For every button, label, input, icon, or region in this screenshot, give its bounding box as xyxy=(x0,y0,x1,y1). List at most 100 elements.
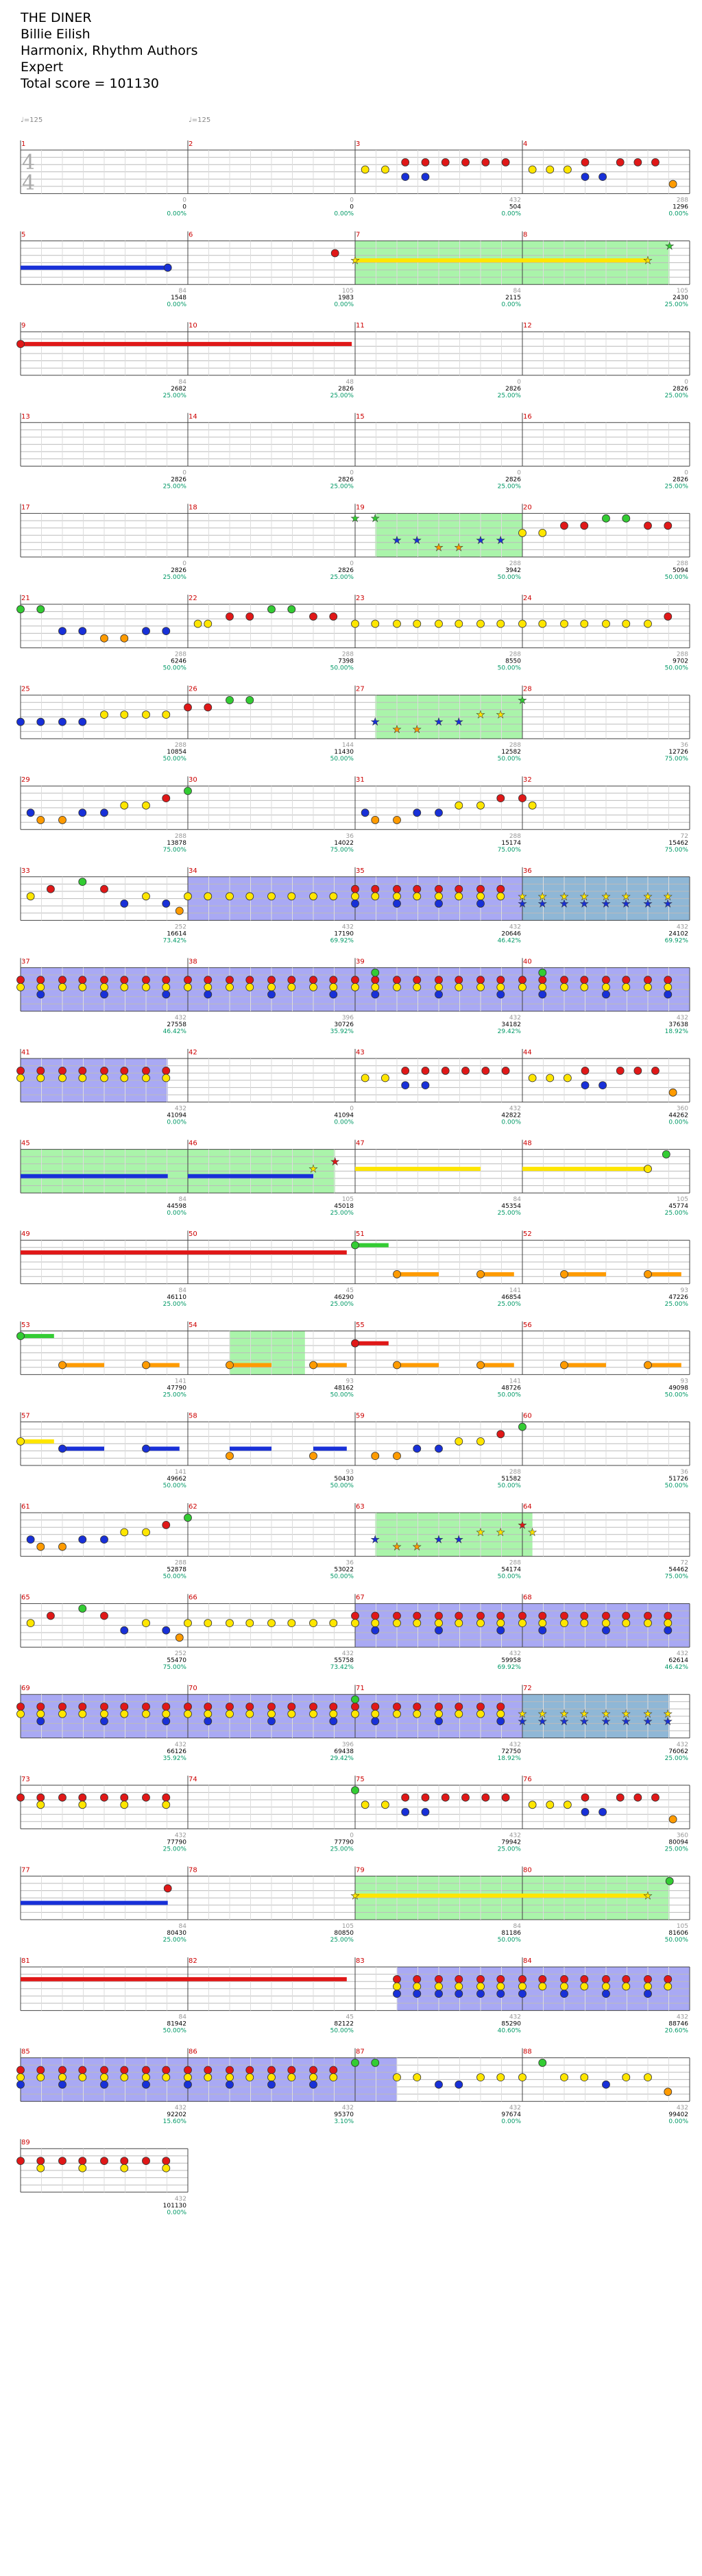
note-gem xyxy=(78,717,87,726)
song-artist: Billie Eilish xyxy=(21,27,90,42)
star-note: ★ xyxy=(664,890,673,902)
measure-note-count: 432 xyxy=(677,924,688,930)
note-gem xyxy=(496,794,505,802)
measure-score: 16614 xyxy=(167,930,186,937)
sustain-trail xyxy=(21,1250,188,1255)
note-gem xyxy=(120,1528,129,1537)
note-gem xyxy=(668,1815,677,1824)
note-gem xyxy=(602,1611,610,1620)
measure-note-count: 432 xyxy=(509,2105,521,2111)
note-gem xyxy=(476,900,485,908)
note-gem xyxy=(371,2058,380,2067)
measure-percent: 25.00% xyxy=(163,1391,187,1398)
note-gem xyxy=(664,976,673,984)
note-gem xyxy=(518,983,526,991)
note-gem xyxy=(16,2066,25,2075)
note-gem xyxy=(413,1444,422,1453)
measure-score: 37638 xyxy=(668,1021,688,1028)
note-gem xyxy=(329,1709,338,1718)
star-note: ★ xyxy=(350,254,359,267)
measure-number: 32 xyxy=(523,776,532,784)
note-gem xyxy=(602,1990,610,1998)
measure-score: 46290 xyxy=(334,1294,354,1301)
note-gem xyxy=(476,1437,485,1446)
measure-number: 8 xyxy=(523,232,527,239)
note-gem xyxy=(668,1088,677,1097)
measure-score: 66126 xyxy=(167,1748,186,1755)
note-gem xyxy=(204,892,213,901)
note-gem xyxy=(644,1165,652,1173)
measure-score: 85290 xyxy=(501,2021,521,2028)
measure-note-count: 141 xyxy=(509,1378,521,1385)
tempo-markers: ♩=125 ♩=125 xyxy=(21,116,432,130)
measure-percent: 25.00% xyxy=(498,1846,522,1853)
note-gem xyxy=(329,983,338,991)
measure-score: 41094 xyxy=(167,1113,186,1119)
note-gem xyxy=(36,2157,45,2166)
note-gem xyxy=(309,1619,317,1628)
note-gem xyxy=(78,1535,87,1544)
note-gem xyxy=(581,1793,590,1802)
note-gem xyxy=(100,990,108,999)
note-gem xyxy=(538,619,547,628)
note-gem xyxy=(528,1074,537,1082)
measure-number: 85 xyxy=(21,2048,30,2056)
note-gem xyxy=(16,1709,25,1718)
note-gem xyxy=(184,703,192,712)
measure-note-count: 84 xyxy=(179,1923,187,1930)
note-gem xyxy=(204,1717,213,1726)
star-note: ★ xyxy=(496,708,505,721)
note-gem xyxy=(435,808,443,817)
measure-percent: 25.00% xyxy=(498,1210,522,1217)
note-gem xyxy=(393,976,401,984)
note-gem xyxy=(435,1709,443,1718)
note-gem xyxy=(100,884,108,893)
note-gem xyxy=(142,1361,150,1370)
measure-percent: 50.00% xyxy=(163,665,187,672)
measure-number: 31 xyxy=(356,776,365,784)
note-gem xyxy=(329,2066,338,2075)
note-gem xyxy=(309,612,317,621)
note-gem xyxy=(162,983,171,991)
measure-percent: 75.00% xyxy=(665,756,689,763)
note-gem xyxy=(413,1982,422,1991)
measure-number: 83 xyxy=(356,1957,365,1965)
measure-score: 30726 xyxy=(334,1021,354,1028)
note-gem xyxy=(413,884,422,893)
star-note: ★ xyxy=(518,897,526,910)
note-gem xyxy=(476,1619,485,1628)
note-gem xyxy=(633,158,642,166)
note-gem xyxy=(100,1793,108,1802)
measure-number: 24 xyxy=(523,595,532,602)
note-gem xyxy=(476,1270,485,1278)
measure-number: 66 xyxy=(189,1594,197,1602)
note-gem xyxy=(16,1793,25,1802)
measure-number: 57 xyxy=(21,1412,30,1420)
note-gem xyxy=(184,983,192,991)
note-gem xyxy=(309,2080,317,2089)
measure-note-count: 432 xyxy=(175,2196,186,2203)
note-gem xyxy=(476,2073,485,2082)
measure-note-count: 288 xyxy=(509,1469,521,1476)
star-note: ★ xyxy=(580,1708,589,1720)
note-gem xyxy=(496,1702,505,1711)
star-note: ★ xyxy=(371,1533,380,1546)
note-gem xyxy=(501,158,510,166)
note-gem xyxy=(226,2066,234,2075)
note-gem xyxy=(120,1074,129,1082)
star-note: ★ xyxy=(559,1708,568,1720)
measure-note-count: 432 xyxy=(677,2014,688,2021)
measure-note-count: 144 xyxy=(342,742,354,749)
measure-score: 81186 xyxy=(501,1930,521,1937)
note-gem xyxy=(644,1982,652,1991)
measure-score: 2826 xyxy=(505,386,521,393)
note-gem xyxy=(371,1452,380,1461)
note-gem xyxy=(142,1074,150,1082)
measure-score: 2826 xyxy=(338,386,354,393)
measure-number: 72 xyxy=(523,1685,532,1692)
measure-percent: 20.60% xyxy=(665,2028,689,2035)
sustain-trail xyxy=(313,1363,347,1367)
note-gem xyxy=(580,521,589,530)
note-gem xyxy=(622,2073,631,2082)
note-gem xyxy=(496,1990,505,1998)
